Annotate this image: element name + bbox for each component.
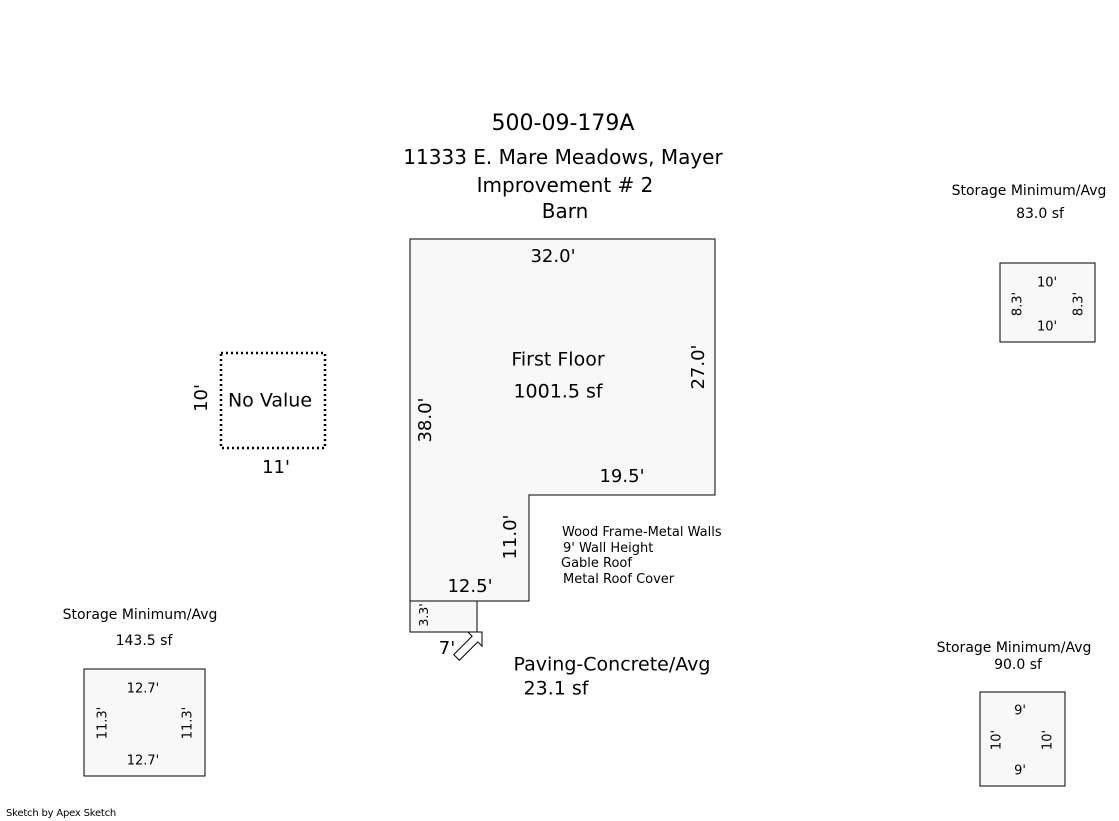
paving-outline (409, 600, 478, 633)
note-wall-height: 9' Wall Height (563, 540, 654, 556)
parcel-number: 500-09-179A (491, 111, 635, 136)
storage-top-right-dim-right: 8.3' (1071, 291, 1087, 317)
no-value-dim-height: 10' (191, 384, 212, 412)
storage-bottom-left-dim-right: 11.3' (180, 706, 196, 740)
floor-area: 1001.5 sf (513, 380, 603, 403)
storage-bottom-left-dim-top: 12.7' (126, 681, 160, 697)
storage-bottom-right-dim-right: 10' (1040, 729, 1056, 751)
note-roof-cover: Metal Roof Cover (563, 571, 675, 587)
improvement-number: Improvement # 2 (476, 173, 654, 197)
note-roof: Gable Roof (561, 556, 632, 571)
storage-top-right-label: Storage Minimum/Avg (951, 183, 1107, 199)
dim-bottom: 12.5' (447, 576, 493, 597)
paving-arrow-icon (453, 631, 483, 661)
building-type: Barn (541, 199, 589, 223)
paving-area: 23.1 sf (523, 677, 589, 700)
sketch-credit: Sketch by Apex Sketch (6, 808, 117, 819)
storage-bottom-right-label: Storage Minimum/Avg (936, 640, 1092, 656)
storage-bottom-left-dim-bottom: 12.7' (126, 753, 160, 769)
dim-left: 38.0' (415, 397, 436, 443)
storage-bottom-left-outline (83, 668, 206, 777)
dim-top: 32.0' (530, 246, 576, 267)
storage-bottom-left-label: Storage Minimum/Avg (62, 607, 218, 623)
construction-notes: Wood Frame-Metal Walls 9' Wall Height Ga… (561, 525, 722, 587)
storage-bottom-left-area: 143.5 sf (115, 633, 173, 649)
storage-top-right-outline (999, 262, 1096, 343)
paving-dim-height: 3.3' (415, 603, 431, 627)
no-value-label: No Value (227, 389, 313, 412)
storage-bottom-right-dim-bottom: 9' (1014, 763, 1026, 779)
property-address: 11333 E. Mare Meadows, Mayer (403, 145, 723, 169)
dim-right: 27.0' (688, 344, 709, 390)
storage-top-right-dim-left: 8.3' (1010, 291, 1026, 317)
floor-name: First Floor (511, 348, 605, 371)
storage-bottom-right-dim-top: 9' (1014, 703, 1026, 719)
storage-bottom-right-dim-left: 10' (989, 729, 1005, 751)
storage-top-right-dim-top: 10' (1036, 275, 1058, 291)
no-value-dim-width: 11' (262, 457, 290, 478)
storage-top-right-area: 83.0 sf (1016, 206, 1064, 222)
storage-top-right-dim-bottom: 10' (1036, 319, 1058, 335)
note-frame: Wood Frame-Metal Walls (562, 525, 722, 540)
storage-bottom-left-dim-left: 11.3' (95, 706, 111, 740)
storage-bottom-right-outline (979, 691, 1066, 787)
dim-step-horizontal: 19.5' (599, 466, 645, 487)
paving-label: Paving-Concrete/Avg (513, 653, 711, 676)
paving-dim-width: 7' (438, 638, 456, 659)
dim-step-vertical: 11.0' (500, 514, 521, 560)
no-value-outline (219, 351, 327, 450)
storage-bottom-right-area: 90.0 sf (994, 657, 1042, 673)
